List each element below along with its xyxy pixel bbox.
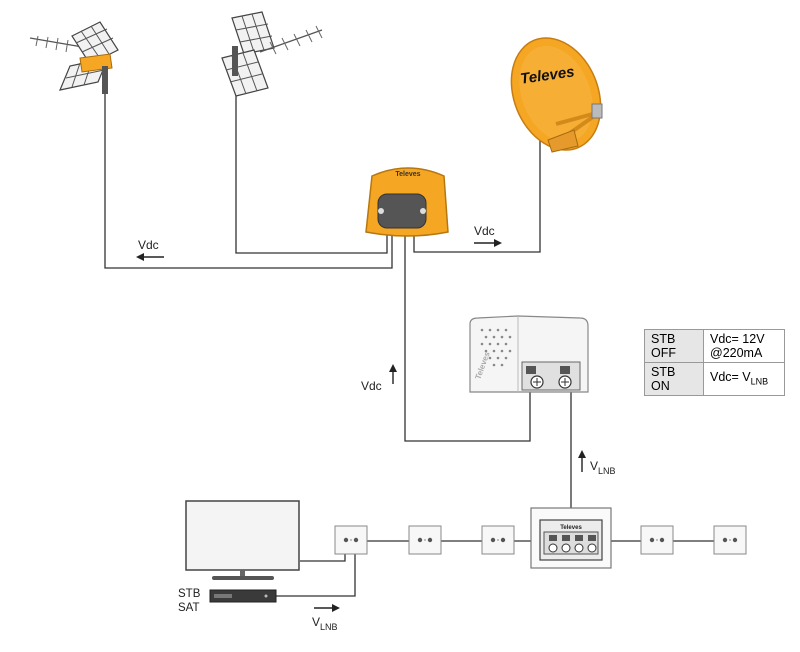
amplifier-brand: Televes [395, 171, 420, 178]
wall-outlet [713, 525, 747, 555]
splitter: Televes [530, 507, 612, 569]
label-vlnb-bottom: VLNB [312, 615, 338, 632]
legend-row-stb-off: STB OFF Vdc= 12V @220mA [644, 329, 785, 363]
uhf-antenna-left [29, 21, 119, 94]
label-vlnb-bottom-sub: LNB [320, 622, 338, 632]
cable-outlet-to-stb [276, 542, 356, 597]
legend-value-stb-off: Vdc= 12V @220mA [703, 329, 785, 363]
legend-state-stb-off: STB OFF [644, 329, 704, 363]
satellite-dish: Televes [510, 37, 603, 153]
cabling [104, 72, 720, 597]
legend-state-stb-on: STB ON [644, 362, 704, 396]
uhf-antenna-middle [221, 11, 323, 97]
label-vdc-left: Vdc [138, 238, 159, 252]
label-vlnb-sub: LNB [598, 466, 616, 476]
label-vlnb: VLNB [590, 459, 616, 476]
cable-amp-to-psu [404, 232, 531, 442]
television [185, 500, 300, 580]
label-vdc-right: Vdc [474, 224, 495, 238]
cable-left-antenna [104, 92, 393, 269]
arrow-vlnb-bottom [314, 604, 340, 612]
label-vdc-vertical: Vdc [361, 379, 382, 393]
wall-outlet [334, 525, 368, 555]
cable-middle-antenna [235, 72, 388, 254]
legend-value-stb-off-line1: Vdc= 12V [710, 332, 765, 346]
wall-outlets [334, 525, 747, 555]
splitter-brand: Televes [560, 525, 582, 531]
power-supply-unit: Televes [469, 315, 589, 393]
legend-value-stb-off-line2: @220mA [710, 346, 763, 360]
wall-outlet [481, 525, 515, 555]
legend-row-stb-on: STB ON Vdc= VLNB [644, 362, 785, 396]
label-sat: SAT [178, 602, 200, 614]
legend-value-stb-on-sub: LNB [750, 376, 769, 387]
label-vlnb-main: V [590, 459, 598, 473]
legend-value-stb-on-main: Vdc= V [710, 369, 751, 384]
legend-value-stb-on: Vdc= VLNB [703, 362, 785, 396]
label-stb: STB [178, 588, 201, 600]
label-vlnb-bottom-main: V [312, 615, 320, 629]
arrow-vdc-up [389, 364, 397, 384]
masthead-amplifier: Televes [365, 167, 449, 237]
arrow-vdc-left [136, 253, 164, 261]
set-top-box [209, 589, 277, 603]
wall-outlet [640, 525, 674, 555]
wall-outlet [408, 525, 442, 555]
cable-dish [413, 140, 541, 253]
arrow-vdc-right [474, 239, 502, 247]
arrow-vlnb-up [578, 450, 586, 472]
power-legend-table: STB OFF Vdc= 12V @220mA STB ON Vdc= VLNB [644, 329, 785, 396]
